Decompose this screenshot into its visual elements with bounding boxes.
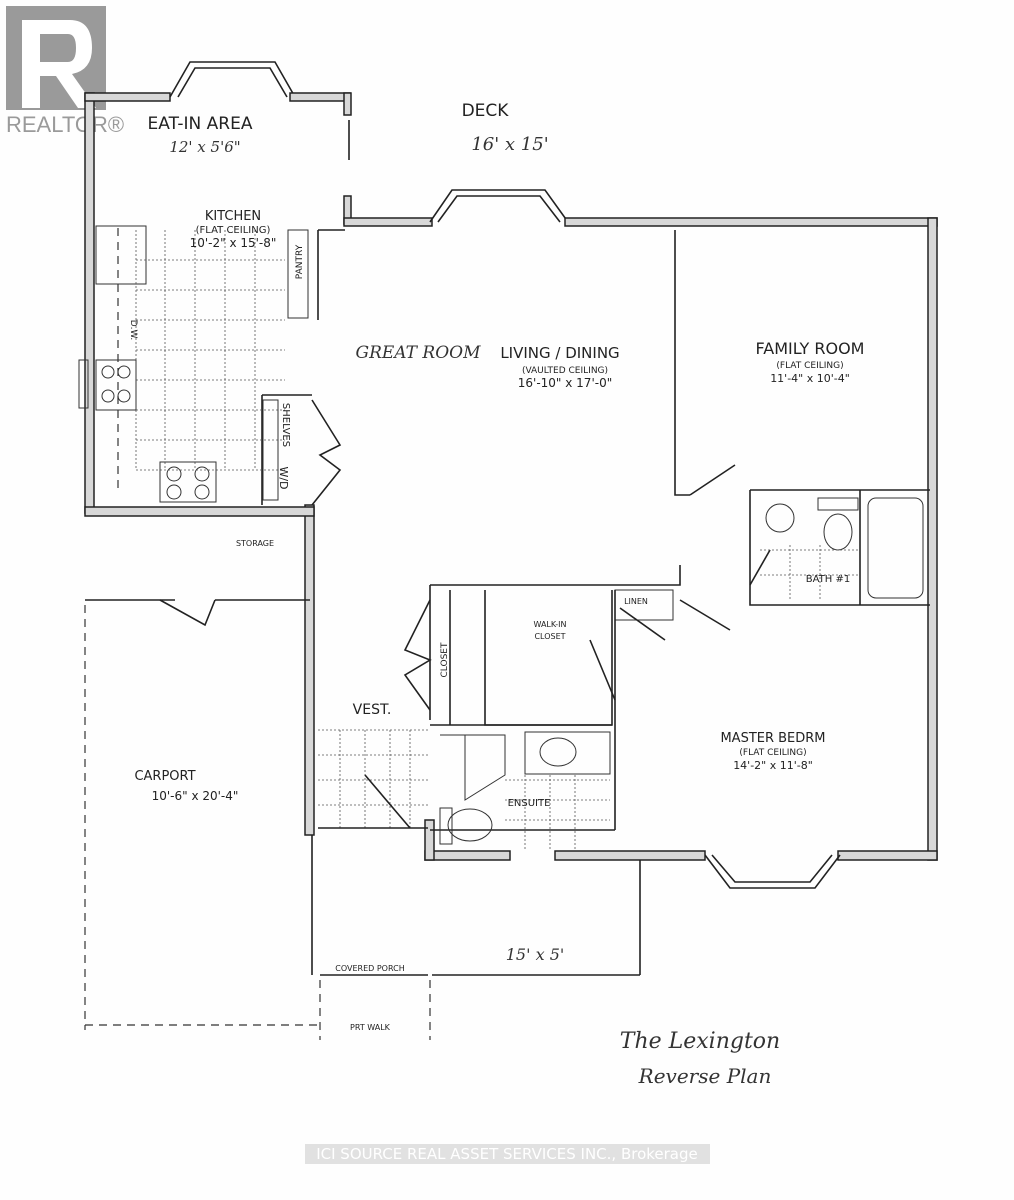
covered-porch-label: COVERED PORCH [335,964,404,973]
carport-size: 10'-6" x 20'-4" [152,789,239,803]
great-room-subname: LIVING / DINING [500,344,619,362]
walk-in-closet-label: WALK-IN [533,620,566,629]
realtor-logo: REALTOR® [6,6,124,137]
walk-in-closet-label-2: CLOSET [534,632,565,641]
eat-in-area-label: EAT-IN AREA [148,114,253,134]
stove-icon [159,461,217,503]
family-room-ceiling: (FLAT CEILING) [776,361,843,371]
great-room-size: 16'-10" x 17'-0" [518,376,612,390]
room-labels: EAT-IN AREA 12' x 5'6" DECK 16' x 15' KI… [128,101,864,1032]
plan-title-line1: The Lexington [620,1029,780,1054]
plan-title: The Lexington Reverse Plan [620,1029,780,1088]
kitchen-ceiling: (FLAT CEILING) [196,225,271,236]
kitchen-label: KITCHEN [205,209,261,224]
linen-label: LINEN [624,597,648,606]
bathroom-fixtures [318,497,924,850]
toilet-icon [823,513,853,551]
great-room-label: GREAT ROOM [356,343,482,363]
dishwasher-label: D.W. [128,320,138,341]
plan-title-line2: Reverse Plan [638,1064,772,1088]
ensuite-label: ENSUITE [508,798,551,809]
covered-porch-size: 15' x 5' [506,945,565,964]
interior-walls [85,229,930,831]
kitchen-size: 10'-2" x 15'-8" [190,236,277,250]
exterior-walls [84,61,938,889]
carport-label: CARPORT [134,769,195,784]
pantry-label: PANTRY [295,244,305,279]
deck-size: 16' x 15' [471,134,548,155]
master-bedroom-label: MASTER BEDRM [720,731,825,746]
deck-label: DECK [462,101,510,121]
ensuite-toilet-icon [447,808,493,842]
vestibule-label: VEST. [353,702,392,718]
wd-label: W/D [277,466,290,489]
kitchen-fixtures [78,225,285,503]
walk-label: PRT WALK [350,1023,391,1032]
ensuite-sink-icon [539,737,577,767]
master-bedroom-size: 14'-2" x 11'-8" [733,759,813,772]
shelves-label: SHELVES [280,403,291,447]
family-room-label: FAMILY ROOM [756,339,865,358]
storage-label: STORAGE [236,539,274,548]
sink-icon [765,503,795,533]
bathtub-icon [867,497,924,599]
realtor-logo-text: REALTOR® [6,112,124,137]
family-room-size: 11'-4" x 10'-4" [770,372,850,385]
carport-and-porch [84,605,641,1040]
closet-label: CLOSET [440,642,450,677]
bath-1-label: BATH #1 [806,574,850,585]
watermark-text: ICI SOURCE REAL ASSET SERVICES INC., Bro… [316,1145,698,1163]
watermark: ICI SOURCE REAL ASSET SERVICES INC., Bro… [305,1144,710,1164]
master-bedroom-ceiling: (FLAT CEILING) [739,748,806,758]
great-room-ceiling: (VAULTED CEILING) [522,366,608,376]
eat-in-area-size: 12' x 5'6" [169,138,240,156]
